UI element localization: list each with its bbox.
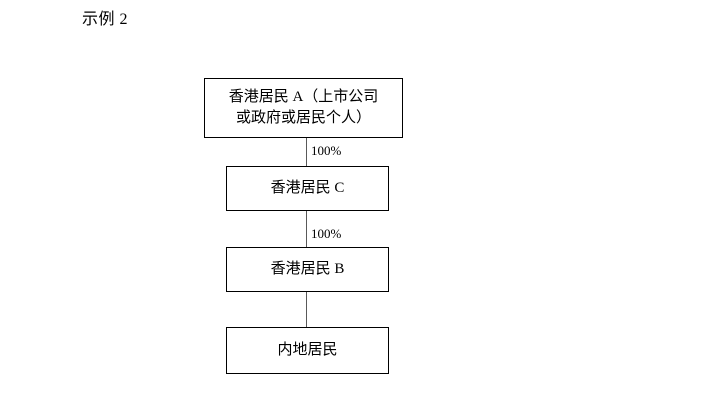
node-hong-kong-resident-c: 香港居民 C bbox=[226, 166, 389, 211]
node-hong-kong-resident-a: 香港居民 A（上市公司 或政府或居民个人） bbox=[204, 78, 403, 138]
connector-a-to-c bbox=[306, 138, 307, 166]
edge-label-a-to-c: 100% bbox=[311, 143, 342, 158]
node-hong-kong-resident-b-label: 香港居民 B bbox=[270, 261, 345, 277]
page-title: 示例 2 bbox=[82, 11, 129, 28]
node-hong-kong-resident-c-label: 香港居民 C bbox=[270, 180, 345, 196]
node-mainland-resident-label: 内地居民 bbox=[277, 342, 338, 358]
node-hong-kong-resident-b: 香港居民 B bbox=[226, 247, 389, 292]
node-hong-kong-resident-a-label: 香港居民 A（上市公司 或政府或居民个人） bbox=[228, 89, 379, 126]
connector-c-to-b bbox=[306, 211, 307, 247]
node-mainland-resident: 内地居民 bbox=[226, 327, 389, 374]
connector-b-to-mainland bbox=[306, 292, 307, 327]
edge-label-c-to-b: 100% bbox=[311, 226, 342, 241]
